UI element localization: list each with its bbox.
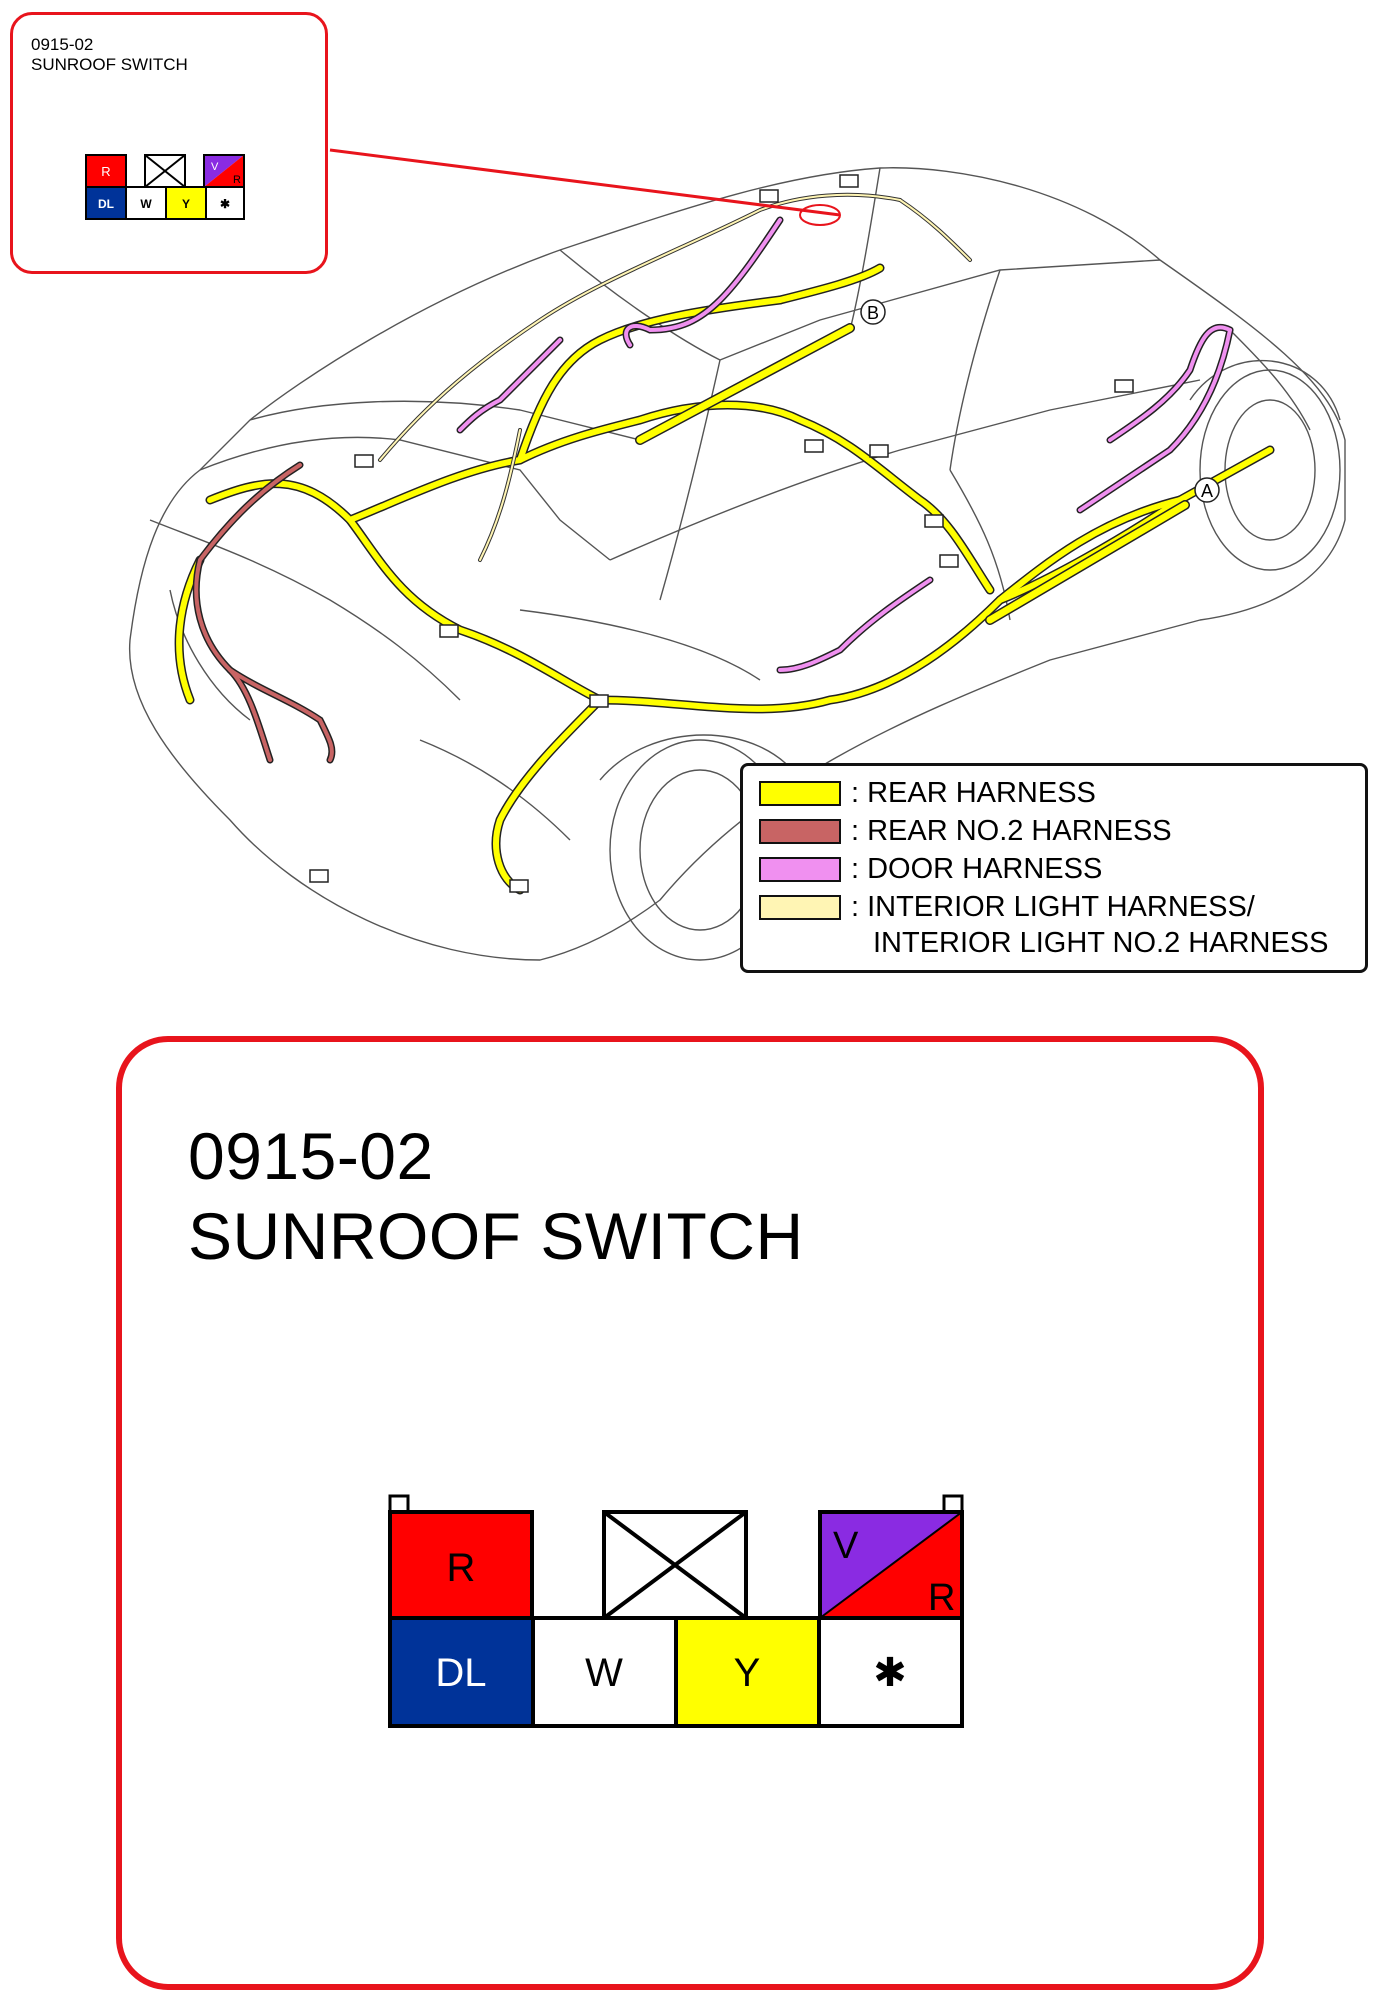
svg-text:DL: DL <box>98 197 114 211</box>
latch-left <box>388 1494 410 1514</box>
harness-legend: : REAR HARNESS : REAR NO.2 HARNESS : DOO… <box>740 763 1368 973</box>
svg-text:R: R <box>447 1546 476 1590</box>
svg-text:R: R <box>928 1577 955 1619</box>
legend-label-door-harness: DOOR HARNESS <box>867 853 1103 885</box>
connector-face: R V R DL W Y ✱ <box>388 1494 964 1728</box>
rear-no2-harness-wires-fill <box>194 463 334 762</box>
legend-swatch-rear-harness <box>759 780 841 806</box>
svg-text:Y: Y <box>182 197 190 211</box>
callout-code-small: 0915-02 <box>31 35 94 54</box>
latch-right <box>942 1494 964 1514</box>
marker-a: A <box>1194 477 1220 503</box>
connector-callout-small: 0915-02 SUNROOF SWITCH R V R DL W Y ✱ <box>10 12 328 274</box>
callout-leader-line <box>329 148 841 217</box>
legend-item-rear-no2-harness: : REAR NO.2 HARNESS <box>759 816 1172 846</box>
connector-name: SUNROOF SWITCH <box>188 1199 804 1273</box>
svg-text:B: B <box>867 303 879 323</box>
svg-text:R: R <box>233 174 241 186</box>
car-wiring-illustration: B A <box>128 148 1346 961</box>
pin-small-asterisk <box>205 186 245 220</box>
legend-label-interior-light-harness: INTERIOR LIGHT HARNESS/ <box>867 891 1255 923</box>
rear-harness-trunk-fill <box>636 324 1189 624</box>
marker-b: B <box>860 299 886 325</box>
legend-swatch-door-harness <box>759 856 841 882</box>
svg-text:✱: ✱ <box>220 197 230 211</box>
connector-detail-panel: 0915-02 SUNROOF SWITCH R V R DL W Y ✱ <box>116 1036 1264 1990</box>
pin-small-dl <box>85 186 127 220</box>
legend-item-interior-light-harness: : INTERIOR LIGHT HARNESS/ <box>759 892 1255 922</box>
door-harness-wires-fill <box>458 218 1232 672</box>
connector-code: 0915-02 <box>188 1119 434 1193</box>
pin-asterisk <box>817 1616 964 1728</box>
legend-label-rear-no2-harness: REAR NO.2 HARNESS <box>867 815 1172 847</box>
svg-text:V: V <box>833 1525 859 1567</box>
svg-text:W: W <box>140 197 152 211</box>
svg-text:R: R <box>101 164 110 179</box>
callout-target-highlight <box>799 204 841 226</box>
svg-text:Y: Y <box>734 1651 761 1695</box>
legend-swatch-interior-light-harness <box>759 894 841 920</box>
svg-text:W: W <box>585 1651 623 1695</box>
legend-item-rear-harness: : REAR HARNESS <box>759 778 1096 808</box>
pin-dl <box>388 1616 535 1728</box>
callout-name-small: SUNROOF SWITCH <box>31 55 188 74</box>
svg-text:V: V <box>211 161 219 173</box>
car-body-outline <box>128 167 1346 961</box>
legend-item-interior-light-no2-harness: INTERIOR LIGHT NO.2 HARNESS <box>873 928 1329 958</box>
svg-text:DL: DL <box>435 1651 486 1695</box>
svg-text:✱: ✱ <box>873 1651 907 1695</box>
interior-light-harness-wires-fill <box>379 193 971 561</box>
legend-item-door-harness: : DOOR HARNESS <box>759 854 1102 884</box>
front-wheel <box>1189 359 1341 571</box>
harness-connectors <box>309 174 1134 893</box>
pin-y <box>674 1616 821 1728</box>
legend-swatch-rear-no2-harness <box>759 818 841 844</box>
legend-label-interior-light-no2-harness: INTERIOR LIGHT NO.2 HARNESS <box>873 927 1329 959</box>
pin-small-y <box>165 186 207 220</box>
connector-face-small: R V R DL W Y ✱ <box>85 154 245 220</box>
legend-label-rear-harness: REAR HARNESS <box>867 777 1096 809</box>
rear-harness-trunk <box>635 323 1190 625</box>
pin-small-r <box>85 154 127 188</box>
svg-text:A: A <box>1201 481 1213 501</box>
